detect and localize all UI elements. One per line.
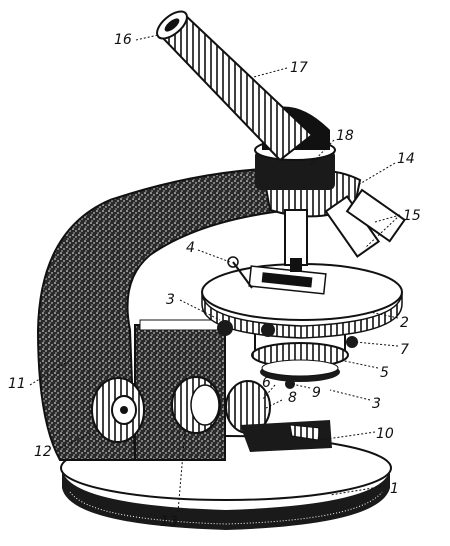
labels: 16 17 18 14 15 4 3 2 7 5 6 8 9 3 10 1 11…: [8, 32, 421, 530]
label-3-lower: 3: [372, 396, 381, 412]
label-9: 9: [312, 385, 321, 401]
label-17: 18: [336, 128, 354, 144]
eyepiece-tube: [156, 10, 314, 162]
fine-focus-knob: [171, 376, 221, 434]
leader-lines: [29, 34, 401, 513]
label-4: 4: [186, 240, 195, 256]
label-12: 12: [34, 444, 52, 460]
label-3-upper: 3: [166, 292, 175, 308]
label-2: 2: [400, 315, 409, 331]
label-10: 10: [376, 426, 394, 442]
label-13: 13: [160, 514, 178, 530]
screws: [217, 320, 358, 389]
label-1: 1: [390, 481, 399, 497]
label-8: 8: [288, 390, 297, 406]
label-14: 14: [397, 151, 415, 167]
label-6: 6: [262, 375, 271, 391]
label-5: 5: [380, 365, 389, 381]
stage: [201, 263, 403, 339]
label-15: 15: [403, 208, 421, 224]
mirror-holder: [240, 420, 332, 452]
label-16: 17: [290, 60, 308, 76]
label-7: 7: [400, 342, 409, 358]
label-18: 16: [114, 32, 132, 48]
objectives: [284, 188, 406, 272]
label-11: 11: [8, 376, 26, 392]
coarse-focus-knob: [91, 377, 145, 443]
slide-clip: [227, 256, 253, 289]
